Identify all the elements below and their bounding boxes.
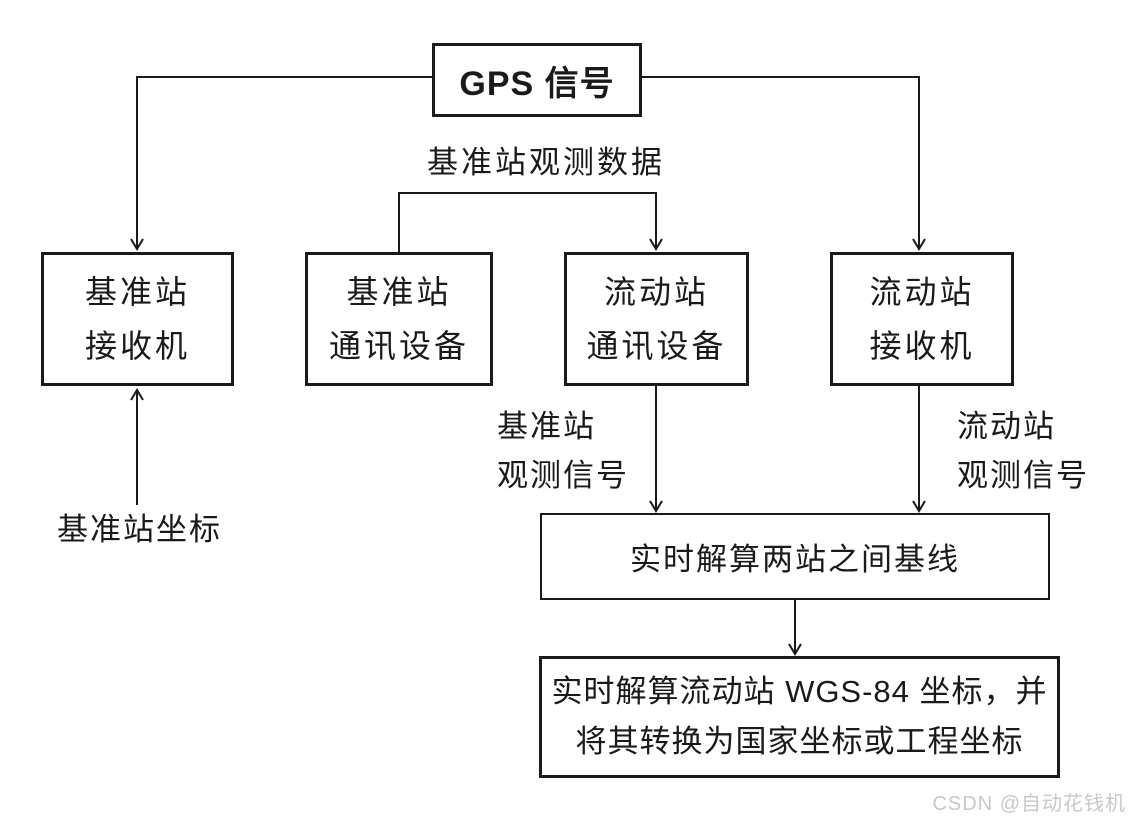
node-label-line2: 通讯设备 — [328, 328, 469, 364]
node-base-station-receiver: 基准站 接收机 — [41, 252, 234, 386]
node-gps-signal-label: GPS 信号 — [459, 64, 615, 103]
node-rover-station-comm-device: 流动站 通讯设备 — [564, 252, 749, 386]
node-label-line1: 流动站 — [603, 274, 709, 310]
node-realtime-baseline-solution: 实时解算两站之间基线 — [540, 513, 1050, 600]
node-label-line1: 基准站 — [346, 274, 452, 310]
node-label-line1: 实时解算流动站 WGS-84 坐标，并 — [551, 674, 1048, 709]
label-line1: 基准站 — [497, 409, 596, 444]
label-rover-observation-signal: 流动站 观测信号 — [957, 402, 1089, 500]
label-base-observation-data: 基准站观测数据 — [427, 145, 665, 180]
connector-gps-to-base-receiver — [130, 76, 432, 251]
node-label-line2: 将其转换为国家坐标或工程坐标 — [575, 724, 1024, 759]
connector-base-comm-to-rover-comm — [398, 192, 663, 252]
label-line1: 流动站 — [957, 409, 1056, 444]
node-gps-signal: GPS 信号 — [432, 43, 642, 117]
node-base-station-comm-device: 基准站 通讯设备 — [305, 252, 493, 386]
label-line2: 观测信号 — [497, 458, 629, 493]
label-base-station-coordinates: 基准站坐标 — [57, 512, 222, 547]
node-label: 实时解算两站之间基线 — [630, 542, 960, 577]
node-realtime-coordinate-result: 实时解算流动站 WGS-84 坐标，并 将其转换为国家坐标或工程坐标 — [539, 656, 1060, 778]
node-label-line1: 流动站 — [869, 274, 975, 310]
node-label-line1: 基准站 — [84, 274, 190, 310]
node-label-line2: 通讯设备 — [586, 328, 727, 364]
label-base-observation-signal: 基准站 观测信号 — [497, 402, 629, 500]
node-label-line2: 接收机 — [869, 328, 975, 364]
label-line2: 观测信号 — [957, 458, 1089, 493]
node-rover-station-receiver: 流动站 接收机 — [830, 252, 1014, 386]
watermark: CSDN @自动花钱机 — [932, 793, 1126, 815]
node-label-line2: 接收机 — [84, 328, 190, 364]
connector-gps-to-rover-receiver — [642, 76, 926, 251]
